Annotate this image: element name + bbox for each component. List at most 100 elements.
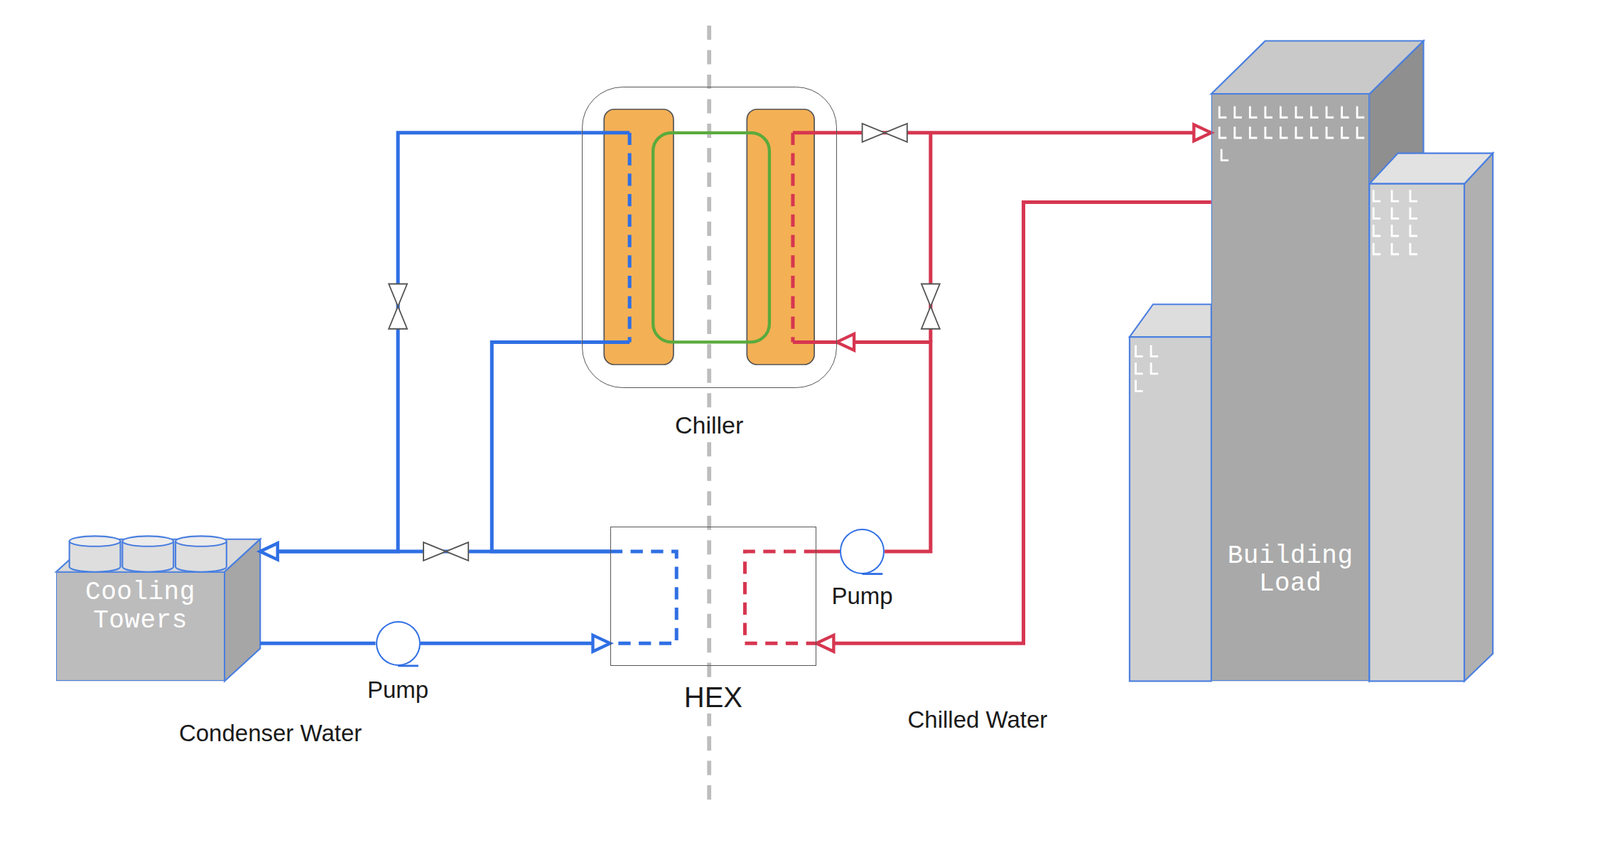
valve-symbol [862,123,908,143]
window-mark [1391,207,1399,219]
window-mark [1221,149,1229,161]
tower-front [56,571,225,682]
pipe [260,641,376,646]
window-mark [1219,126,1227,138]
valve-symbol [388,283,408,329]
chiller-box: Chiller [581,86,837,388]
window-mark [1357,126,1365,138]
building-top [1369,153,1493,185]
pipe [853,341,931,552]
building-front [1369,184,1465,682]
pipe [420,641,594,646]
pipe [491,341,611,552]
loop-label: Chilled Water [903,706,1052,734]
window-mark [1391,224,1399,236]
cooling-tower-box: Cooling Towers [56,571,225,682]
window-mark [1342,126,1350,138]
window-mark [1373,189,1381,202]
pump-label: Pump [363,676,433,704]
window-mark [1249,126,1257,138]
building-windows [1136,105,1418,391]
window-mark [1295,105,1304,118]
pipe-dashed [790,132,795,343]
arrowhead [260,542,278,560]
pipe-connector [491,341,611,552]
window-mark [1326,126,1334,138]
window-mark [1326,105,1334,118]
window-mark [1265,105,1273,118]
valve-symbol [921,283,940,329]
window-mark [1410,207,1418,219]
window-mark [1311,126,1319,138]
window-mark [1249,105,1257,118]
arrowhead [1193,124,1211,141]
window-mark [1410,189,1418,202]
building-front [1129,336,1212,681]
window-mark [1136,380,1144,392]
window-mark [1373,207,1381,219]
window-mark [1265,126,1273,138]
window-mark [1150,345,1159,357]
window-mark [1234,126,1242,138]
window-mark [1219,105,1227,118]
condenser-internal [581,132,631,343]
pump-label: Pump [826,582,897,610]
window-mark [1280,105,1288,118]
node-label: Cooling Towers [56,578,224,635]
building-front [1211,93,1370,681]
window-mark [1373,224,1381,236]
condenser-vessel [603,109,674,365]
evaporator-vessel [746,109,815,365]
window-mark [1410,242,1418,255]
window-mark [1136,362,1144,374]
window-mark [1295,126,1304,138]
valves [388,123,940,561]
pump-circle: Pump [375,620,421,666]
arrowhead [836,333,854,351]
pipe-connector [816,550,840,552]
tower-side [224,539,261,682]
fan-top [175,535,227,546]
arrowhead [816,635,834,652]
window-mark [1391,242,1399,255]
window-mark [1391,189,1399,202]
building-top [1211,40,1424,94]
pipe [792,340,837,344]
hex-chilled-side [744,551,817,643]
window-mark [1357,105,1365,118]
node-label: Chiller [670,411,748,440]
pipe [581,340,631,344]
window-mark [1342,105,1350,118]
pipe-connector [260,132,582,560]
fan-top [122,535,174,546]
pump-outlets [397,574,883,666]
fan-top [69,535,121,546]
refrigerant-loop [652,132,770,343]
window-mark [1234,105,1242,118]
window-mark [1280,126,1288,138]
window-mark [1136,345,1144,357]
window-mark [1410,224,1418,236]
pipe [833,202,1211,644]
hex-box: HEX [610,526,817,666]
building-box: Building Load [1211,93,1370,681]
building-side [1464,153,1493,682]
pipe-dashed [628,132,632,343]
window-mark [1373,242,1381,255]
pipe [792,130,837,135]
pipe-connector [420,635,611,652]
pipe-connector [836,333,931,552]
building-top [1129,304,1212,337]
loop-label: Condenser Water [174,719,366,747]
pipe [581,130,631,135]
hex-condenser-side [610,551,677,643]
arrowhead [592,635,610,652]
node-label: HEX [679,680,747,714]
arrowhead [260,542,278,560]
node-label: Building Load [1212,542,1370,599]
window-mark [1150,362,1159,374]
pipe [816,549,840,553]
valve-symbol [423,542,469,561]
window-mark [1311,105,1319,118]
